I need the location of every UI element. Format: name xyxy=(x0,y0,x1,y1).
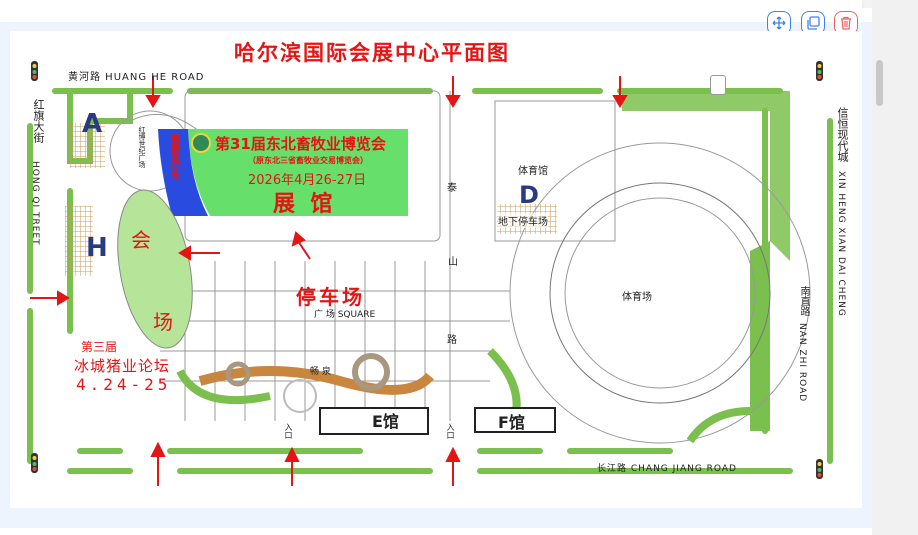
map-drawing xyxy=(27,61,833,486)
forum-date: 4.24-25 xyxy=(76,375,172,394)
copy-icon xyxy=(807,16,820,30)
e-hall-label[interactable]: E馆 xyxy=(372,412,399,431)
expo-date: 2026年4月26-27日 xyxy=(248,173,367,188)
expo-subtitle: （原东北三省畜牧业交易博览会） xyxy=(248,156,368,165)
underground-parking-label: 地下停车场 xyxy=(498,213,548,228)
road-hong-qi-en: HONG QI TREET xyxy=(30,161,40,246)
xin-heng-cn: 信恒现代城 xyxy=(836,107,849,162)
square-label: 广 场 SQUARE xyxy=(314,310,376,320)
nan-zhi-cn: 南直路 xyxy=(798,286,809,316)
venue-map: 哈尔滨国际会展中心平面图 黄河路 HUANG HE ROAD 红旗大街 HONG… xyxy=(10,31,862,508)
parking-grid-h xyxy=(65,206,93,276)
plaza-label: 畅 泉 xyxy=(310,367,331,377)
f-hall-box xyxy=(474,407,556,433)
zone-a: A xyxy=(82,109,103,139)
f-hall-label[interactable]: F馆 xyxy=(498,413,525,432)
trash-icon xyxy=(841,16,851,30)
entrance-label-1: 入口 xyxy=(284,423,293,439)
road-huang-he: 黄河路 HUANG HE ROAD xyxy=(68,72,205,83)
entrance-label-2: 入口 xyxy=(446,423,455,439)
road-hong-qi-cn: 红旗大街 xyxy=(32,99,45,143)
parking-label: 停车场 xyxy=(296,285,365,309)
move-icon xyxy=(772,16,786,30)
arrows xyxy=(30,76,628,486)
forum-edition: 第三届 xyxy=(81,340,118,354)
stadium-label: 体育场 xyxy=(622,292,652,303)
tai-shan-road-1: 泰 xyxy=(447,183,457,194)
expo-name: 第31届东北畜牧业博览会 xyxy=(215,135,386,153)
expo-hall: 展 馆 xyxy=(273,192,333,217)
registration-desk: 展商登记处 xyxy=(169,134,179,179)
xin-heng-en: XIN HENG XIAN DAI CHENG xyxy=(836,171,846,317)
parking-grid-a xyxy=(70,123,105,168)
nan-zhi-en: NAN ZHI ROAD xyxy=(797,323,807,403)
e-hall-box xyxy=(319,407,429,435)
zone-d: D xyxy=(519,181,539,209)
traffic-lights xyxy=(31,61,823,479)
bus-icon xyxy=(710,75,726,95)
gym-label: 体育馆 xyxy=(518,166,548,177)
map-title: 哈尔滨国际会展中心平面图 xyxy=(234,41,510,65)
tai-shan-road-3: 路 xyxy=(447,335,457,346)
scrollbar-thumb[interactable] xyxy=(876,60,883,106)
forum-name: 冰城猪业论坛 xyxy=(74,357,171,375)
expo-logo-icon xyxy=(191,133,211,153)
forum-venue-top: 会 xyxy=(131,228,151,252)
tai-shan-road-2: 山 xyxy=(448,257,458,268)
road-chang-jiang: 长江路 CHANG JIANG ROAD xyxy=(597,464,737,474)
memorial-square-label: 红博世纪广场 xyxy=(138,126,146,168)
forum-venue-bottom: 场 xyxy=(153,310,173,334)
zone-h: H xyxy=(86,233,108,263)
top-bar xyxy=(0,0,862,8)
